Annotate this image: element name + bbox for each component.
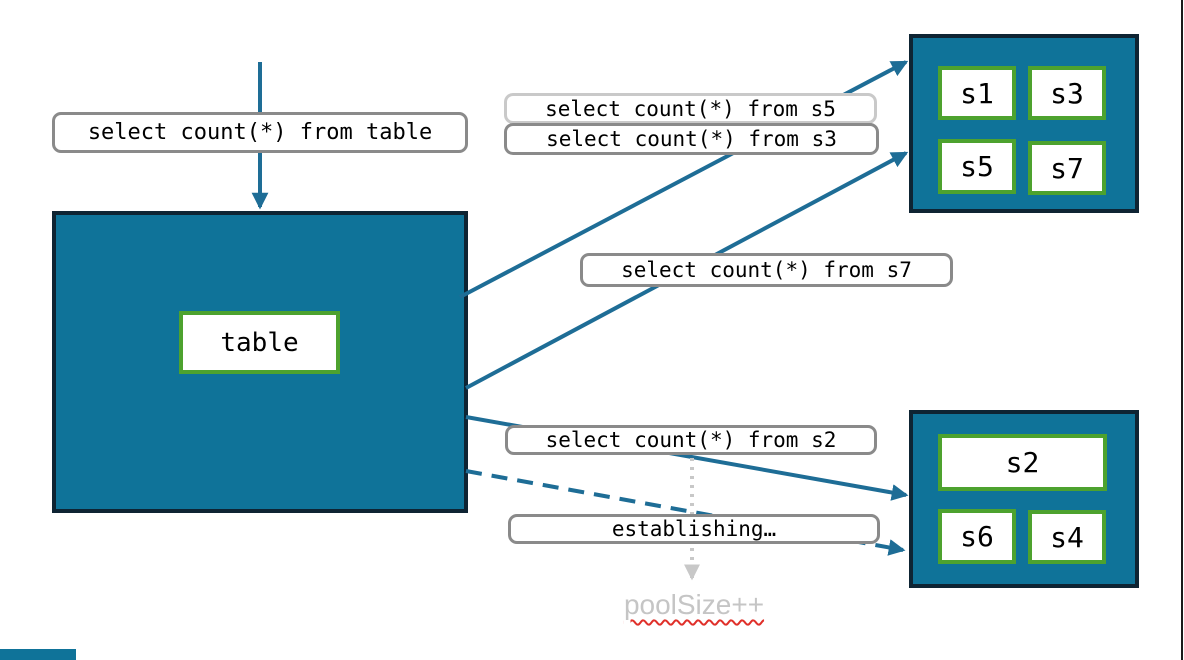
shard-label: s5 (960, 150, 994, 183)
table-node: table (179, 311, 340, 374)
shard-node-s5: s5 (938, 139, 1016, 194)
label-query-from-s3: select count(*) from s3 (504, 123, 879, 155)
window-edge-line (1181, 0, 1183, 660)
shard-node-s3: s3 (1028, 66, 1106, 120)
label-query-from-s2: select count(*) from s2 (505, 425, 877, 455)
shard-group-top: s1 s3 s5 s7 (909, 34, 1139, 213)
label-text: select count(*) from table (87, 120, 433, 145)
shard-label: s4 (1050, 520, 1084, 554)
label-query-from-table: select count(*) from table (52, 112, 468, 153)
label-text: select count(*) from s7 (621, 258, 912, 282)
shard-label: s6 (960, 520, 994, 553)
label-establishing: establishing… (508, 514, 880, 544)
shard-node-s1: s1 (938, 66, 1016, 120)
shard-node-s6: s6 (938, 509, 1016, 564)
label-query-from-s5: select count(*) from s5 (504, 93, 877, 124)
shard-label: s2 (1005, 446, 1040, 479)
shard-label: s1 (960, 76, 994, 110)
table-label: table (220, 327, 299, 358)
label-text: establishing… (611, 517, 777, 541)
shard-label: s7 (1050, 151, 1084, 185)
shard-label: s3 (1050, 76, 1084, 110)
label-text: select count(*) from s2 (545, 428, 837, 452)
table-container-box: table (52, 211, 468, 513)
shard-node-s7: s7 (1028, 141, 1106, 195)
label-text: select count(*) from s5 (545, 96, 836, 121)
shard-group-bottom: s2 s6 s4 (909, 410, 1139, 588)
shard-node-s2: s2 (938, 434, 1107, 491)
video-progress-bar (0, 649, 76, 660)
poolsize-annotation: poolSize++ (544, 589, 844, 621)
label-query-from-s7: select count(*) from s7 (580, 253, 953, 287)
shard-node-s4: s4 (1028, 510, 1106, 564)
poolsize-text: poolSize++ (623, 589, 765, 620)
label-text: select count(*) from s3 (546, 127, 837, 151)
